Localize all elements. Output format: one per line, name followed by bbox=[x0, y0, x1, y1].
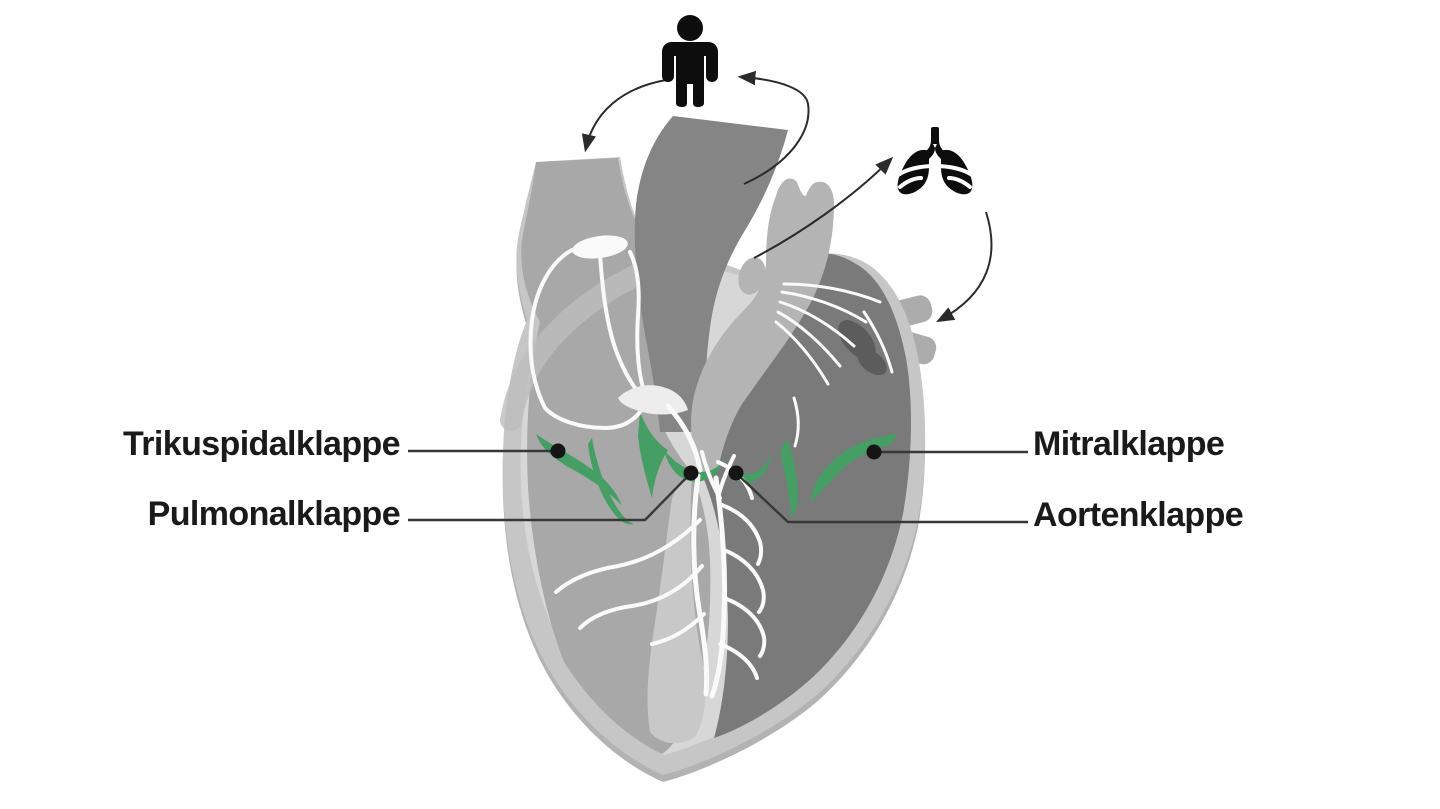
lungs-icon bbox=[896, 127, 974, 195]
sa-node bbox=[572, 235, 628, 259]
label-pulmonalklappe: Pulmonalklappe bbox=[147, 495, 401, 533]
person-icon bbox=[662, 15, 718, 107]
pointer-lines bbox=[408, 449, 1028, 524]
arrow-lungs-to-atrium bbox=[936, 211, 993, 323]
label-trikuspidalklappe: Trikuspidalklappe bbox=[122, 425, 401, 463]
arrow-aorta-to-person bbox=[737, 70, 810, 185]
aorta bbox=[634, 116, 788, 432]
pulmonary-artery bbox=[691, 178, 834, 476]
atrial-appendage bbox=[838, 320, 887, 376]
aortic-valve-leaflet bbox=[780, 440, 798, 516]
atrium-band bbox=[500, 257, 663, 431]
arrow-person-to-heart bbox=[581, 79, 667, 153]
label-aortenklappe: Aortenklappe bbox=[1033, 496, 1244, 534]
pointer-dots bbox=[550, 443, 882, 481]
label-mitralklappe: Mitralklappe bbox=[1033, 425, 1225, 463]
septum bbox=[647, 478, 706, 744]
arrow-pa-to-lungs bbox=[753, 156, 894, 259]
tricuspid-valve-leaflet bbox=[588, 438, 634, 525]
circulation-arrows bbox=[581, 70, 993, 323]
pointer-aortic bbox=[735, 472, 1028, 524]
pointer-pulmonary bbox=[408, 472, 692, 522]
pulmonary-valve-left bbox=[638, 412, 668, 498]
conduction-fibers bbox=[528, 235, 894, 699]
mitral-valve bbox=[810, 434, 896, 502]
